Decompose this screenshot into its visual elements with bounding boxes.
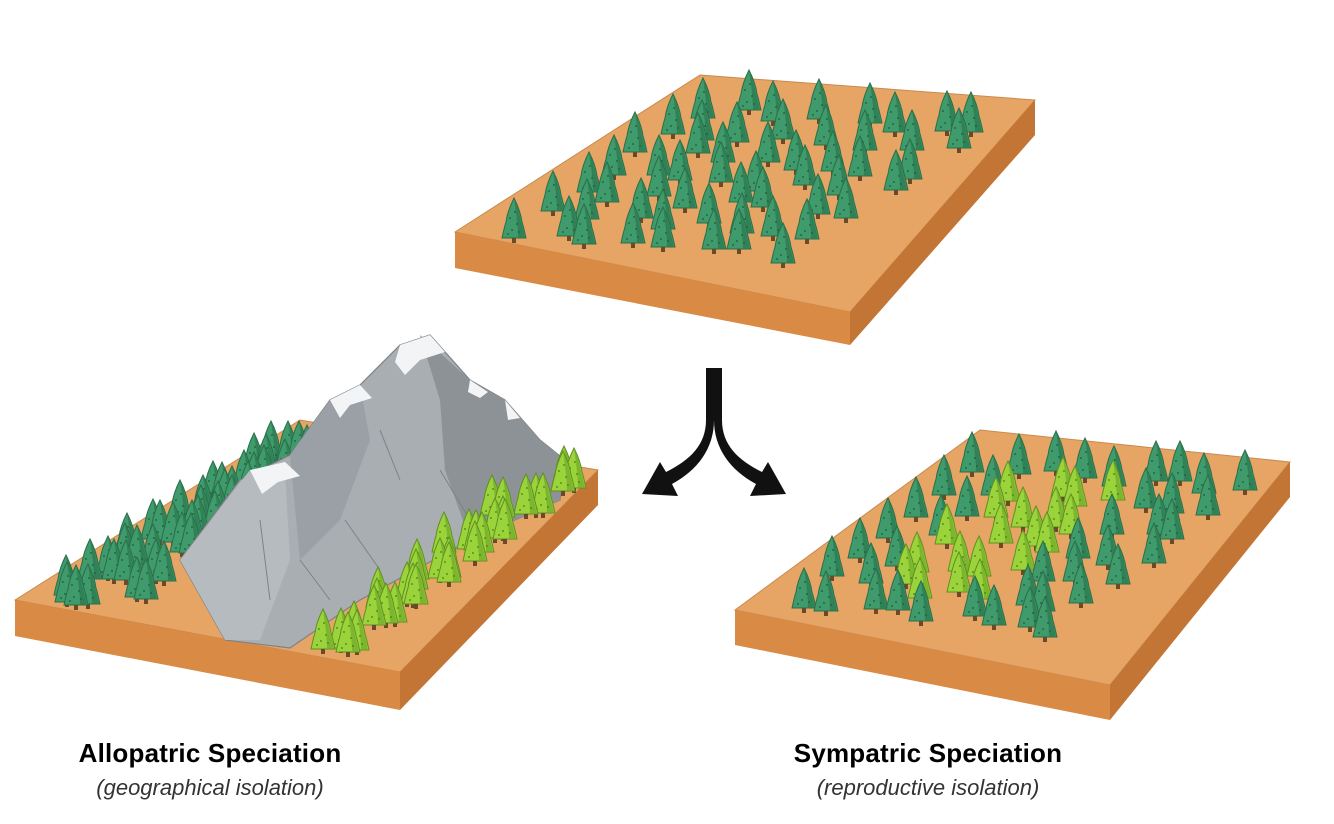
allopatric-title: Allopatric Speciation [78, 738, 342, 768]
ancestral-population-plate [453, 69, 1037, 345]
sympatric-caption: Sympatric Speciation (reproductive isola… [748, 738, 1108, 801]
split-arrow-icon [642, 368, 786, 496]
sympatric-plate [733, 429, 1291, 720]
allopatric-caption: Allopatric Speciation (geographical isol… [30, 738, 390, 801]
sympatric-title: Sympatric Speciation [793, 738, 1063, 768]
allopatric-subtitle: (geographical isolation) [96, 775, 324, 800]
sympatric-subtitle: (reproductive isolation) [816, 775, 1040, 800]
allopatric-plate [13, 334, 600, 710]
